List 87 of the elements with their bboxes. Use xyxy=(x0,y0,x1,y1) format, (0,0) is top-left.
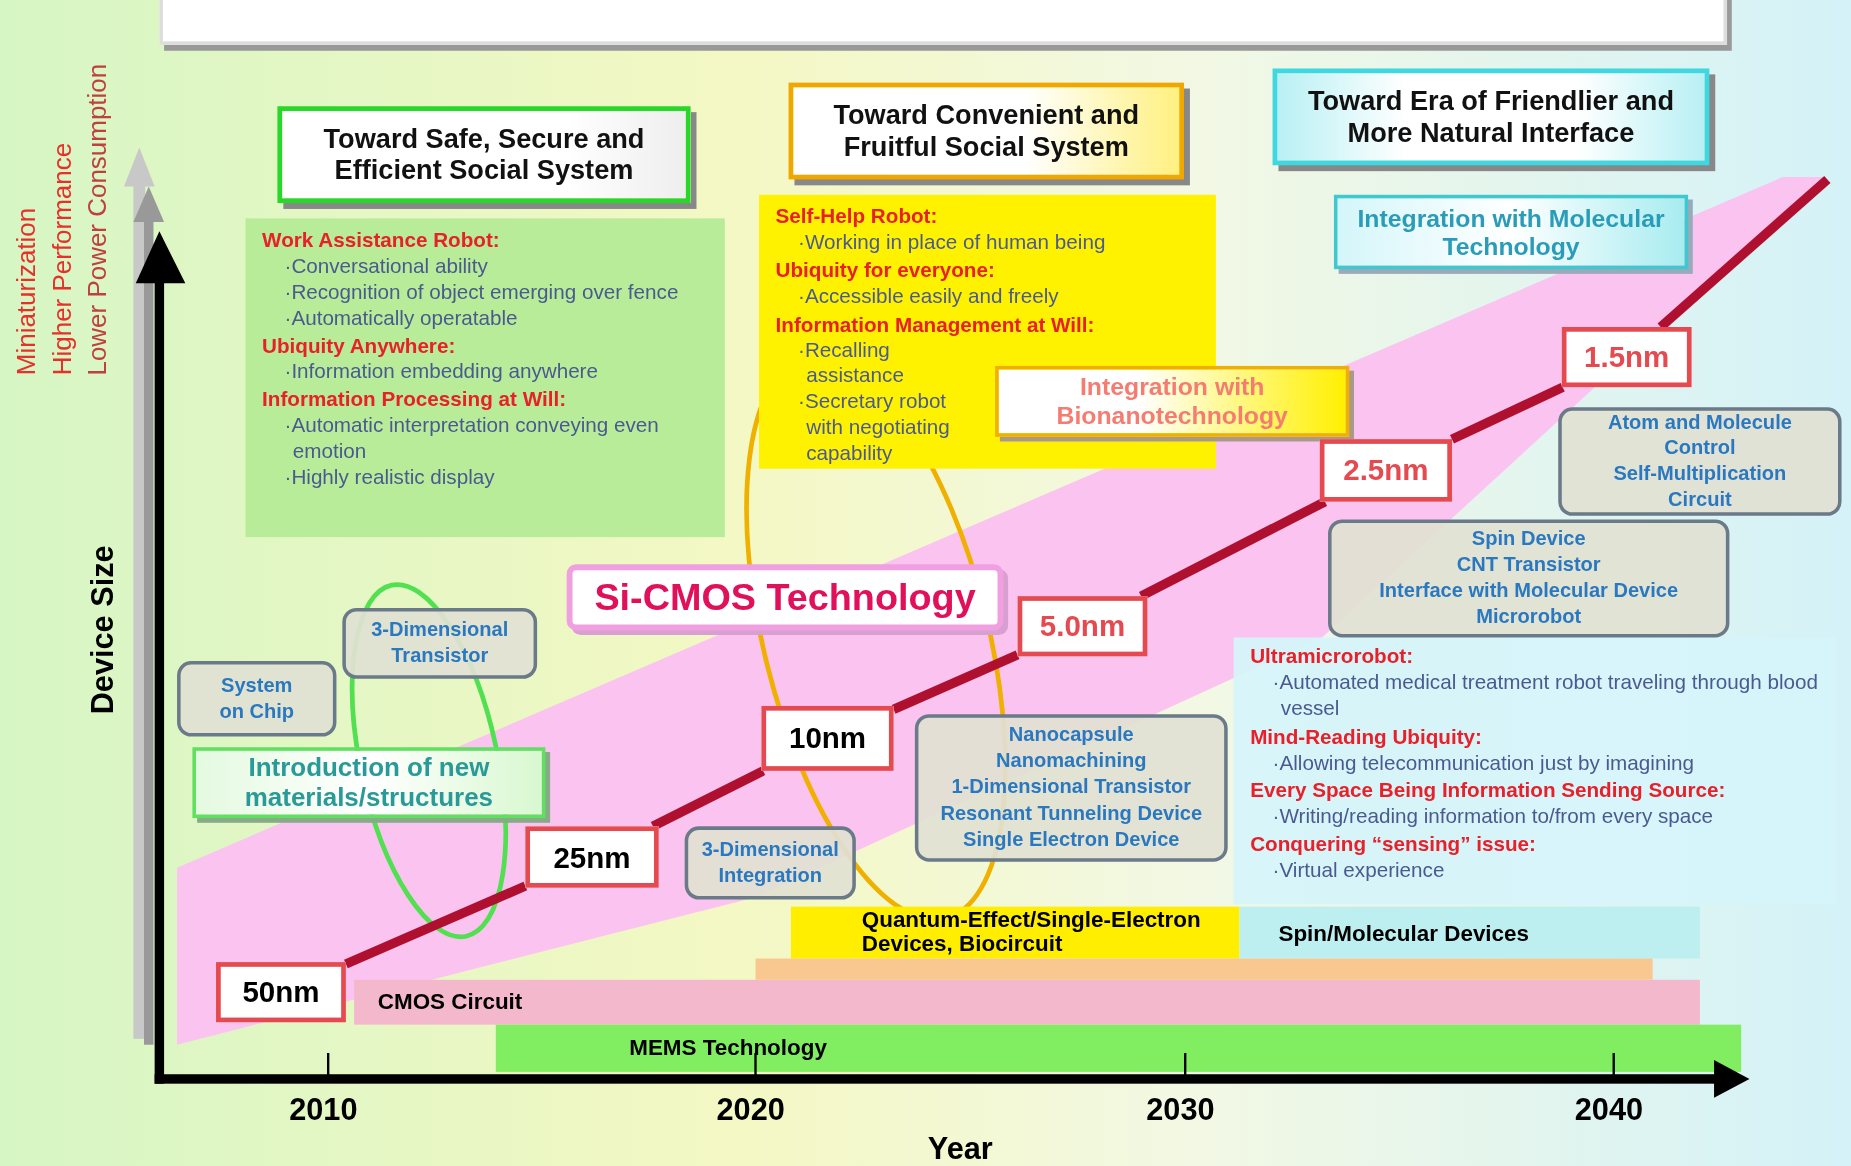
heading-text: Toward Safe, Secure and Efficient Social System xyxy=(322,122,646,187)
section-heading: Work Assistance Robot: xyxy=(262,227,501,254)
trend-line xyxy=(650,766,766,831)
technology-text: CNT Transistor xyxy=(1455,552,1602,578)
axis-label: Miniaturization xyxy=(11,207,43,376)
technology-text: Single Electron Device xyxy=(962,827,1181,853)
bullet-text: ·Automatic interpretation conveying even emotion xyxy=(283,413,660,465)
size-label: 10nm xyxy=(787,721,868,756)
technology-text: Resonant Tunneling Device xyxy=(939,801,1204,827)
size-label: 2.5nm xyxy=(1342,453,1430,488)
size-label: 50nm xyxy=(241,975,321,1010)
axis-title: Device Size xyxy=(85,545,122,715)
bullet-text: ·Highly realistic display xyxy=(283,464,496,491)
technology-band xyxy=(354,979,1700,1025)
size-box xyxy=(216,962,346,1023)
section-heading: Ubiquity Anywhere: xyxy=(262,333,457,360)
size-box xyxy=(1561,327,1692,388)
technology-band xyxy=(1239,906,1700,959)
size-box xyxy=(761,705,894,771)
section-heading: Self-Help Robot: xyxy=(775,204,939,230)
technology-text: 3-Dimensional Transistor xyxy=(370,617,510,669)
info-panel xyxy=(245,218,725,538)
bullet-text: ·Conversational ability xyxy=(283,253,489,280)
highlight-box xyxy=(1333,194,1689,270)
technology-text: Nanocapsule xyxy=(1007,722,1135,749)
band-label: MEMS Technology xyxy=(629,1035,828,1062)
band-label: Spin/Molecular Devices xyxy=(1278,920,1530,947)
technology-box xyxy=(1558,407,1842,516)
section-heading: Ubiquity for everyone: xyxy=(775,258,996,284)
heading-text: Toward Era of Friendlier and More Natural Interface xyxy=(1306,85,1675,149)
technology-box xyxy=(342,607,538,679)
tick-label: 2030 xyxy=(1146,1091,1215,1129)
section-heading: Information Management at Will: xyxy=(775,312,1096,338)
section-heading: Ultramicrorobot: xyxy=(1250,644,1415,671)
size-label: 25nm xyxy=(552,839,632,875)
bullet-text: ·Virtual experience xyxy=(1271,858,1446,884)
technology-text: Self-Multiplication Circuit xyxy=(1612,461,1788,514)
axis-title: Year xyxy=(927,1130,993,1166)
bullet-text: ·Recognition of object emerging over fence xyxy=(283,279,680,306)
bullet-text: ·Secretary robot with negotiating capability xyxy=(797,389,951,467)
tick-label: 2010 xyxy=(289,1091,358,1129)
bullet-text: ·Automatically operatable xyxy=(283,305,519,331)
technology-box xyxy=(1328,519,1730,638)
section-heading: Information Processing at Will: xyxy=(262,387,568,414)
bullet-text: ·Recalling assistance xyxy=(797,338,905,390)
band-label: CMOS Circuit xyxy=(377,989,524,1016)
banner-text: Si-CMOS Technology xyxy=(593,575,977,620)
axis-label: Lower Power Consumption xyxy=(82,63,114,376)
technology-text: 3-Dimensional Integration xyxy=(700,837,840,889)
technology-text: System on Chip xyxy=(218,672,296,725)
technology-text: Nanomachining xyxy=(995,749,1148,775)
bullet-text: ·Information embedding anywhere xyxy=(283,359,599,385)
technology-text: Spin Device xyxy=(1470,526,1587,552)
bullet-text: ·Allowing telecommunication just by imagining xyxy=(1271,750,1695,776)
bullet-text: ·Automated medical treatment robot traveling through blood vessel xyxy=(1271,670,1820,722)
size-label: 1.5nm xyxy=(1583,340,1671,375)
size-label: 5.0nm xyxy=(1038,609,1127,644)
technology-box xyxy=(684,826,856,900)
technology-text: Interface with Molecular Device xyxy=(1378,578,1680,605)
bullet-text: ·Accessible easily and freely xyxy=(797,284,1060,310)
trend-line xyxy=(1450,382,1565,444)
highlight-text: Integration with Molecular Technology xyxy=(1356,203,1666,261)
band-label: Quantum-Effect/Single-Electron Devices, Biocircuit xyxy=(861,907,1202,958)
section-heading: Conquering “sensing” issue: xyxy=(1250,832,1537,858)
heading-text: Toward Convenient and Fruitful Social System xyxy=(832,99,1141,163)
size-box xyxy=(525,826,659,888)
technology-box xyxy=(914,714,1228,862)
technology-band xyxy=(755,958,1653,980)
size-box xyxy=(1017,596,1148,657)
trend-line xyxy=(344,881,528,969)
technology-text: Microrobot xyxy=(1475,604,1583,631)
trend-line xyxy=(891,650,1020,714)
highlight-text: Introduction of new materials/structures xyxy=(243,751,495,814)
axis-label: Higher Performance xyxy=(47,143,78,376)
tick-label: 2020 xyxy=(716,1091,785,1129)
size-box xyxy=(1319,439,1452,502)
section-heading: Every Space Being Information Sending Source: xyxy=(1250,778,1727,804)
section-heading: Mind-Reading Ubiquity: xyxy=(1250,724,1483,750)
technology-text: 1-Dimensional Transistor xyxy=(950,775,1193,801)
technology-box xyxy=(177,661,337,737)
tick-label: 2040 xyxy=(1574,1091,1644,1129)
bullet-text: ·Writing/reading information to/from every space xyxy=(1271,804,1715,830)
technology-text: Atom and Molecule Control xyxy=(1606,409,1793,462)
technology-band xyxy=(495,1024,1742,1072)
bullet-text: ·Working in place of human being xyxy=(797,230,1107,256)
trend-line xyxy=(1138,497,1328,601)
technology-band xyxy=(790,906,1240,959)
